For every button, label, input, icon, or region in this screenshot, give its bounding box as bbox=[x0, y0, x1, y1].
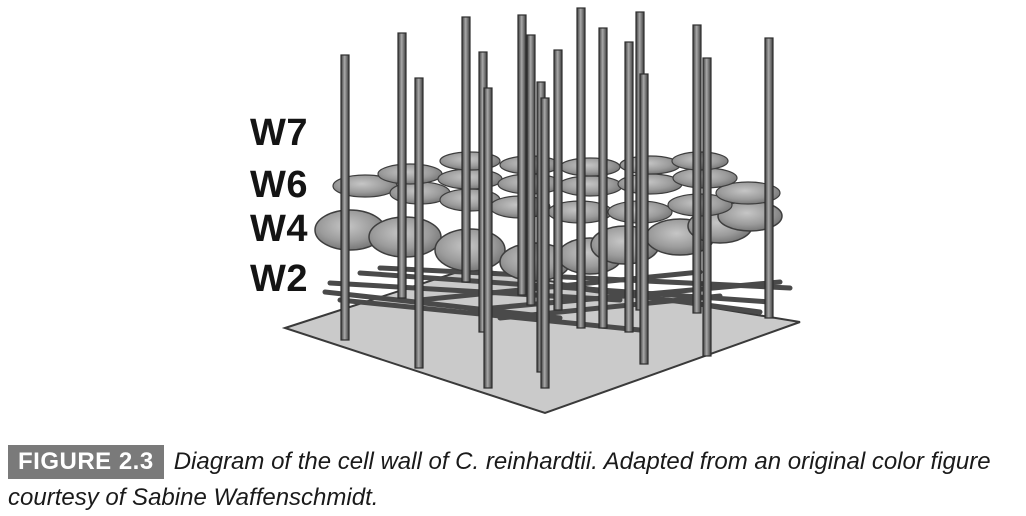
label-w4: W4 bbox=[250, 208, 308, 250]
figure-number-badge: FIGURE 2.3 bbox=[8, 445, 164, 479]
layer-w7-rods bbox=[340, 7, 774, 389]
caption-text: Diagram of the cell wall of C. reinhardt… bbox=[8, 448, 991, 511]
label-w6: W6 bbox=[250, 164, 308, 206]
figure: W7 W6 W4 W2 bbox=[250, 7, 801, 415]
cell-wall-diagram-icon bbox=[281, 7, 801, 415]
label-w7: W7 bbox=[250, 112, 308, 154]
label-w2: W2 bbox=[250, 258, 308, 300]
